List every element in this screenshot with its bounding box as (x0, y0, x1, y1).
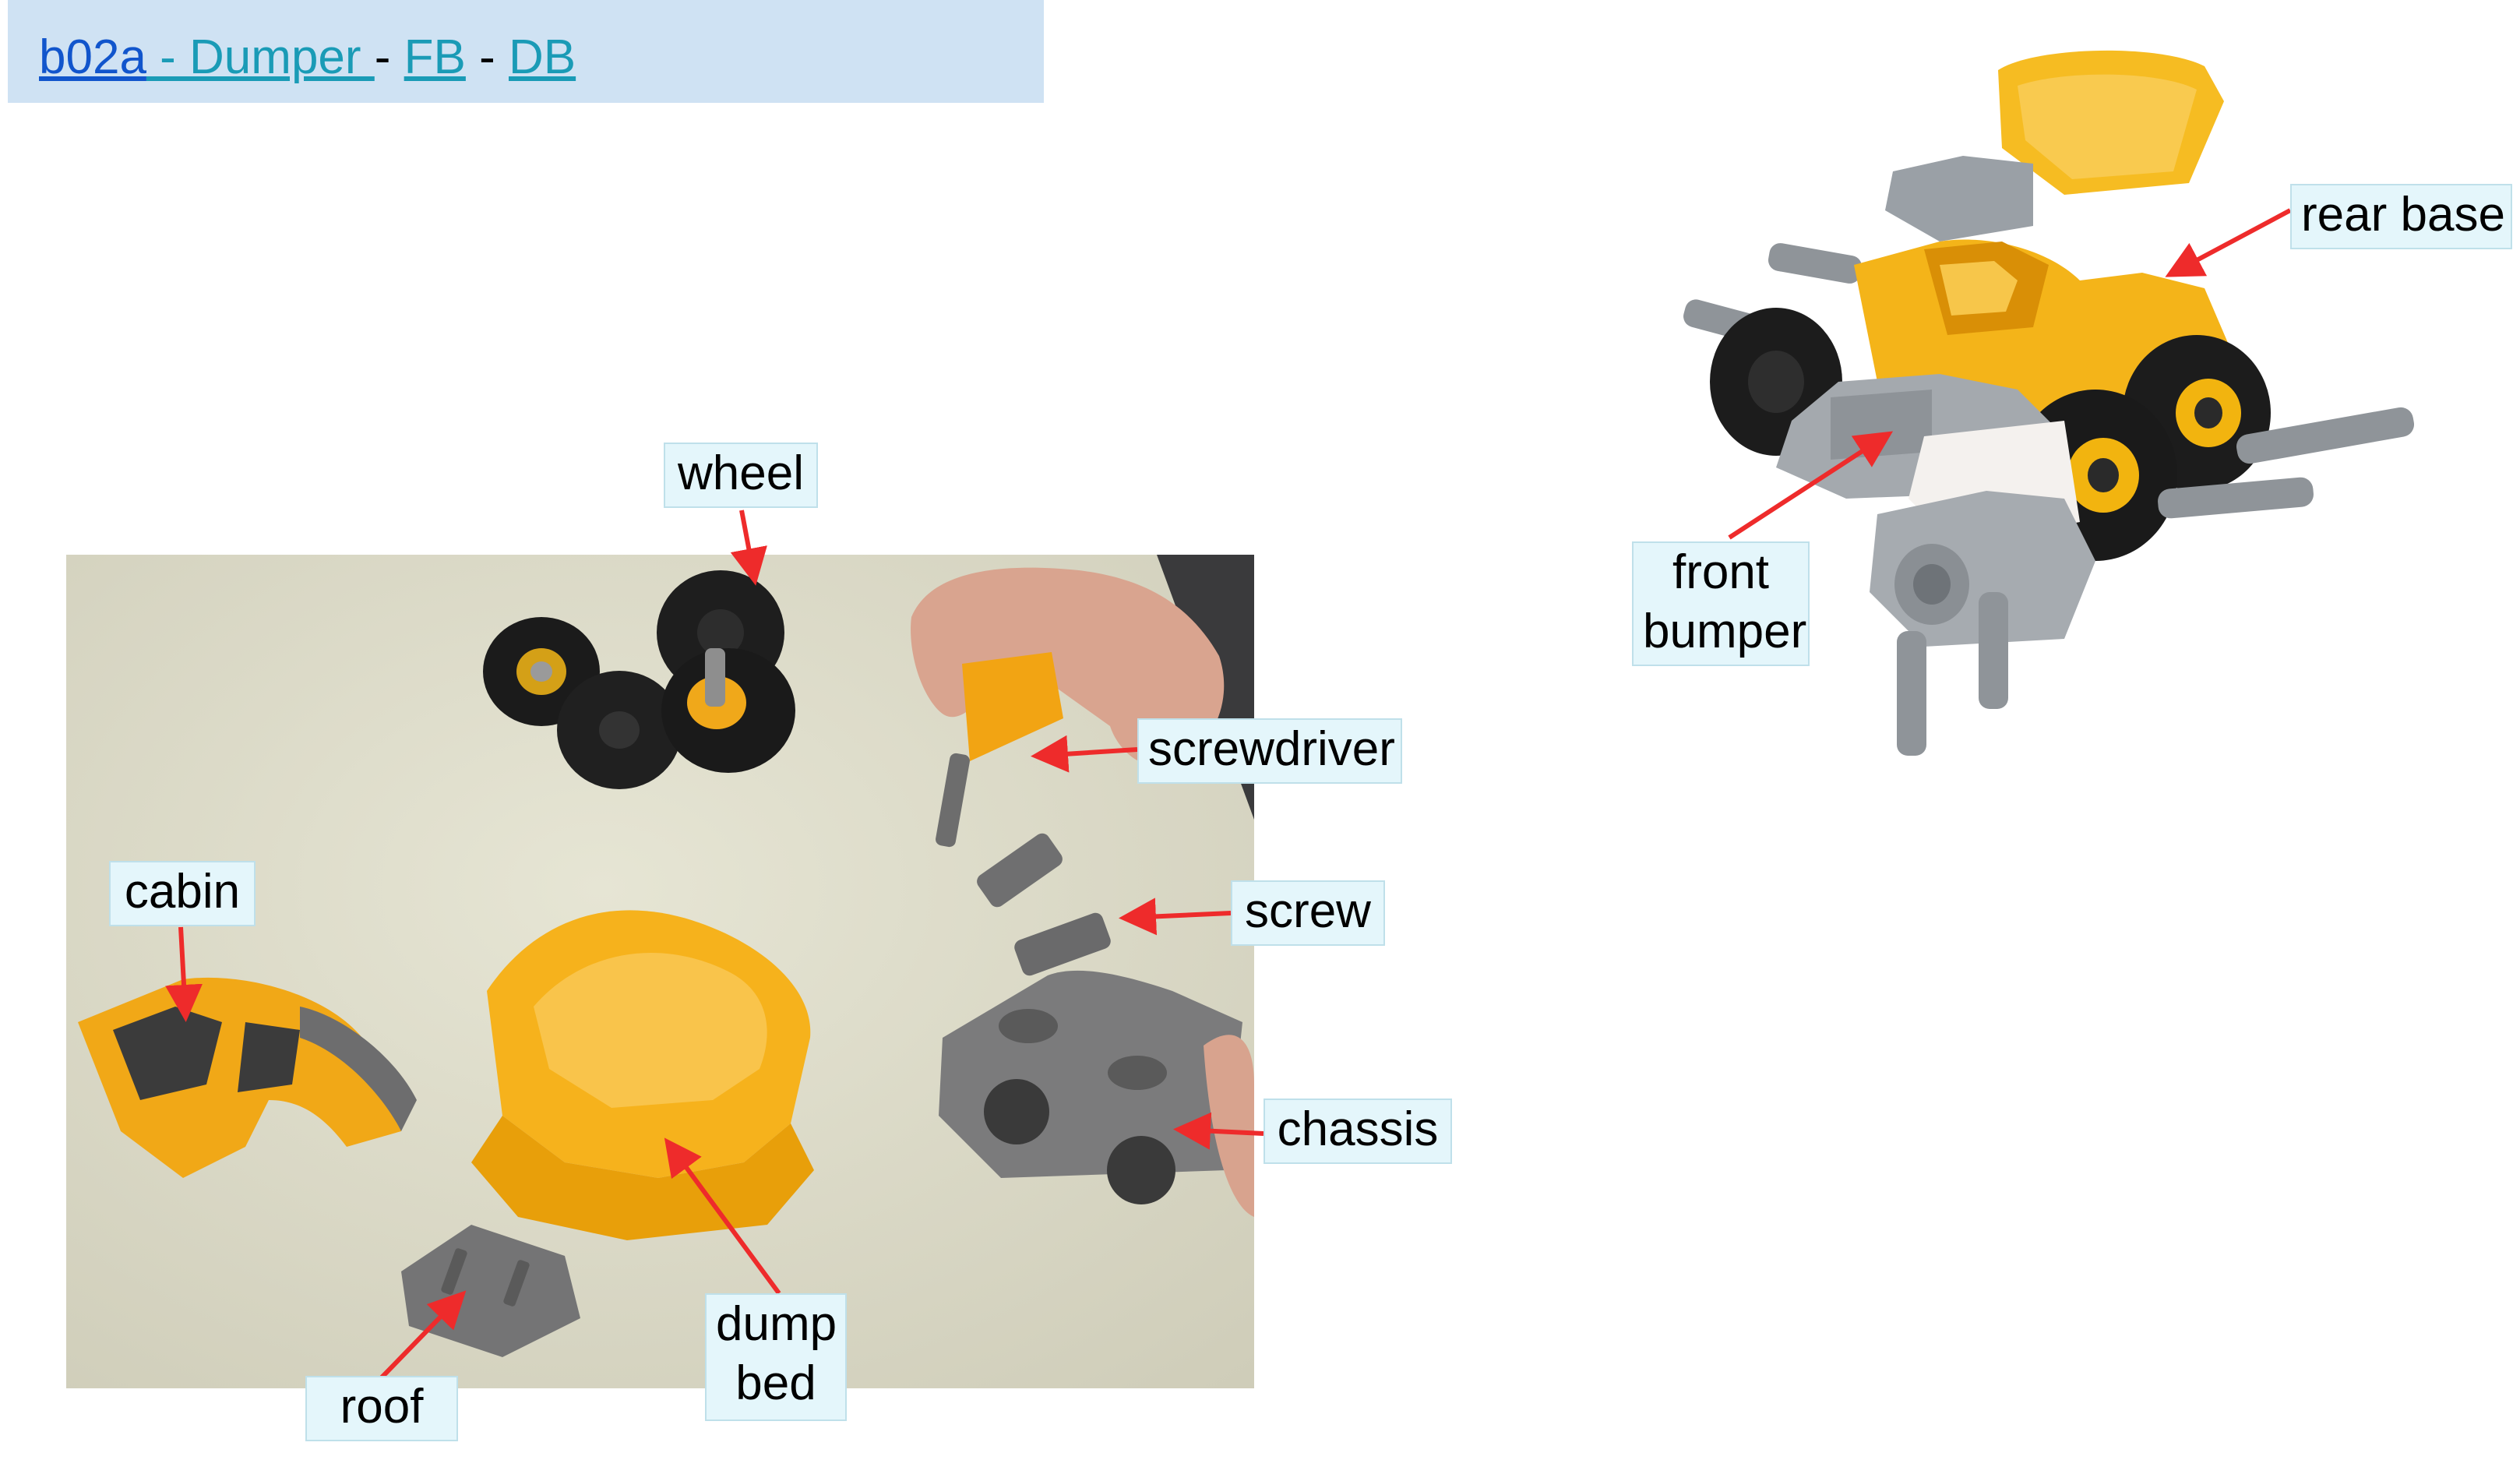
assembly-photo-illustration (1683, 50, 2415, 756)
label-dump-bed: dump bed (705, 1293, 847, 1421)
label-screw: screw (1231, 880, 1385, 946)
id-link[interactable]: b02a (39, 30, 146, 84)
name-link[interactable]: - Dumper (146, 30, 375, 84)
dump-bed-part (471, 910, 814, 1240)
cabin-part (78, 977, 417, 1178)
wheels-group (483, 570, 795, 789)
fb-link[interactable]: FB (404, 30, 466, 84)
label-front-bumper: front bumper (1632, 541, 1810, 666)
label-cabin: cabin (109, 861, 256, 926)
parts-photo (66, 555, 1254, 1388)
label-front-bumper-line2: bumper (1643, 605, 1807, 658)
chassis-part (939, 970, 1254, 1217)
label-front-bumper-line1: front (1672, 545, 1770, 599)
label-rear-base: rear base (2290, 184, 2512, 249)
label-wheel: wheel (664, 443, 818, 508)
db-link[interactable]: DB (509, 30, 576, 84)
separator: - (374, 30, 404, 84)
label-dump-bed-line2: bed (735, 1356, 816, 1410)
label-screwdriver: screwdriver (1137, 718, 1402, 784)
separator: - (465, 30, 509, 84)
label-chassis: chassis (1264, 1099, 1452, 1164)
label-roof: roof (305, 1376, 458, 1441)
header-links: b02a - Dumper - FB - DB (39, 23, 576, 92)
parts-photo-illustration (66, 555, 1254, 1388)
assembly-photo (1597, 16, 2469, 771)
header-bar: b02a - Dumper - FB - DB (8, 0, 1044, 103)
label-dump-bed-line1: dump (716, 1297, 837, 1351)
